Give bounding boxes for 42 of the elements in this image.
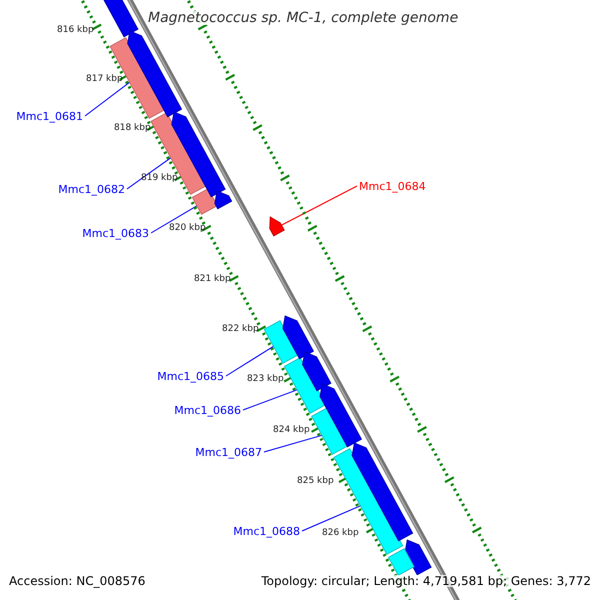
- scale-label: 818 kbp: [114, 124, 151, 132]
- gene-label: Mmc1_0682: [58, 184, 125, 194]
- gene-bar: [302, 351, 332, 392]
- gene-label: Mmc1_0688: [233, 526, 300, 536]
- leader-line: [84, 82, 130, 116]
- scale-label: 817 kbp: [86, 74, 123, 84]
- gene-bar: [284, 357, 326, 414]
- scale-label: 825 kbp: [297, 476, 334, 486]
- accession-text: Accession: NC_008576: [9, 575, 146, 587]
- leader-line: [302, 505, 361, 532]
- scale-label: 819 kbp: [141, 174, 178, 182]
- gene-label: Mmc1_0687: [195, 446, 262, 458]
- leader-line: [126, 157, 172, 190]
- gene-bar: [282, 315, 314, 360]
- scale-label: 821 kbp: [194, 274, 231, 284]
- gene-bar: [388, 548, 415, 576]
- leader-line: [264, 434, 322, 452]
- gene-bar: [269, 216, 285, 236]
- gene-bar: [311, 407, 349, 455]
- leader-line: [242, 389, 298, 410]
- scale-label: 823 kbp: [247, 374, 284, 384]
- gene-label: Mmc1_0683: [82, 228, 149, 238]
- gene-bar: [404, 539, 432, 576]
- scale-label: 820 kbp: [169, 224, 206, 232]
- leader-line: [281, 186, 358, 226]
- gene-bar: [320, 383, 362, 448]
- gene-bar: [192, 188, 218, 215]
- gene-label: Mmc1_0686: [174, 404, 241, 416]
- leader-line: [150, 205, 198, 234]
- scale-label: 824 kbp: [273, 426, 310, 434]
- scale-label: 822 kbp: [222, 324, 259, 334]
- gene-bar: [264, 320, 300, 364]
- leader-line: [226, 346, 274, 376]
- scale-label: 826 kbp: [322, 528, 359, 538]
- gene-bar: [214, 190, 232, 210]
- gene-label: Mmc1_0684: [359, 180, 426, 192]
- map-title: Magnetococcus sp. MC-1, complete genome: [148, 11, 458, 25]
- gene-label: Mmc1_0681: [16, 110, 83, 122]
- genome-summary-text: Topology: circular; Length: 4,719,581 bp; Genes: 3,772: [261, 575, 591, 587]
- gene-label: Mmc1_0685: [157, 370, 224, 382]
- scale-label: 816 kbp: [57, 26, 94, 34]
- gene-bar: [127, 30, 182, 118]
